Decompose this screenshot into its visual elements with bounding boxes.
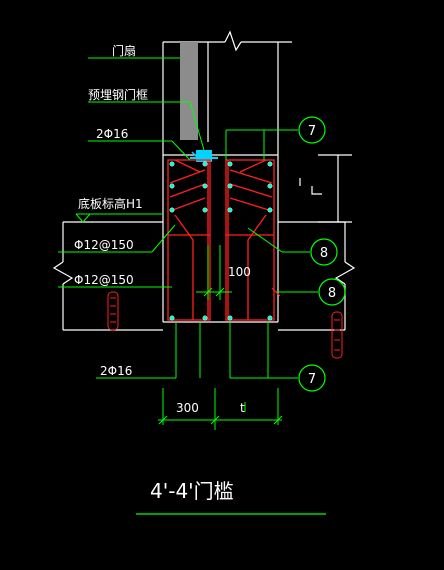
dimensions [158,245,283,430]
marker-8-right-text: 8 [328,286,336,301]
section-symbols [107,291,343,359]
rebar-dots [169,161,273,321]
marker-7-top: 7 [298,116,326,144]
label-stirrup-upper: Φ12@150 [74,238,134,252]
label-dim-100: 100 [228,265,251,279]
label-stirrup-lower: Φ12@150 [74,273,134,287]
label-door-leaf: 门扇 [112,43,136,58]
marker-8-right: 8 [318,278,346,306]
marker-7-bottom-text: 7 [308,372,316,387]
dim-tick-red [271,287,281,297]
label-bottom-bars: 2Φ16 [100,364,132,378]
drawing-title: 4'-4'门槛 [150,479,234,503]
label-slab-elevation: 底板标高H1 [78,196,143,211]
label-dim-t: t [240,401,245,415]
marker-8-mid: 8 [310,238,338,266]
door-leaf [180,42,198,140]
rebar [167,159,275,321]
leaders [58,57,318,379]
marker-8-mid-text: 8 [320,246,328,261]
label-embedded-frame: 预埋钢门框 [88,87,148,102]
marker-7-bottom: 7 [298,364,326,392]
label-dim-300: 300 [176,401,199,415]
marker-7-top-text: 7 [308,124,316,139]
label-top-bars: 2Φ16 [96,127,128,141]
